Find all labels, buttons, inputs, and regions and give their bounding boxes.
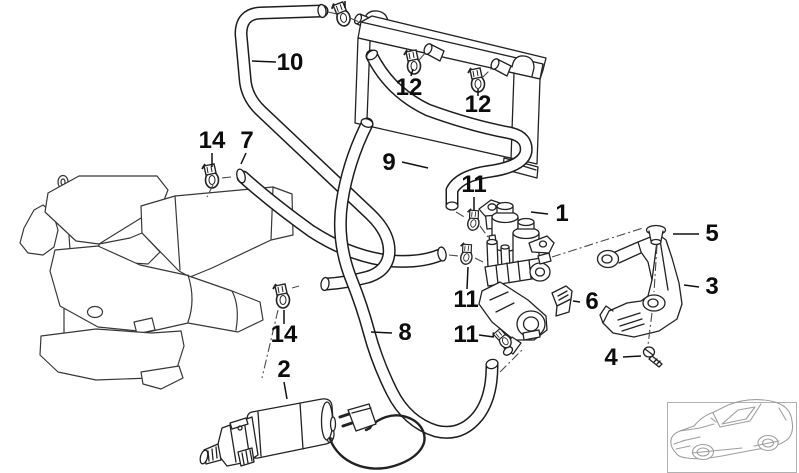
water-valve-drawing bbox=[478, 199, 555, 356]
callout-10: 10 bbox=[277, 49, 304, 76]
car-inset-border bbox=[667, 402, 797, 473]
callout-11: 11 bbox=[461, 171, 486, 198]
hose-9-drawing bbox=[365, 49, 533, 211]
car-outline-icon bbox=[670, 399, 794, 461]
callout-14: 14 bbox=[199, 127, 226, 154]
connector-pins bbox=[338, 412, 354, 428]
pump-cable-connector-drawing bbox=[326, 403, 426, 470]
clamp-13-icon bbox=[329, 0, 353, 29]
callout-leader-lines bbox=[211, 1, 700, 400]
retaining-clip-drawing bbox=[551, 285, 573, 317]
hose-8-drawing bbox=[333, 117, 499, 439]
mounting-bracket-drawing bbox=[596, 233, 683, 338]
callout-2: 2 bbox=[277, 356, 290, 383]
clamp-14-icon bbox=[201, 163, 220, 189]
callout-4: 4 bbox=[604, 344, 618, 371]
car-inset bbox=[667, 399, 797, 473]
hose-10-drawing bbox=[234, 3, 396, 292]
callout-9: 9 bbox=[382, 149, 395, 176]
clamp-11-icon bbox=[462, 207, 483, 233]
assembly-guide-lines bbox=[206, 11, 658, 379]
callout-7: 7 bbox=[240, 127, 253, 154]
callout-8: 8 bbox=[398, 319, 411, 346]
callout-11: 11 bbox=[453, 321, 478, 348]
callout-12: 12 bbox=[396, 74, 423, 101]
clamp-14-icon bbox=[272, 283, 291, 309]
aux-water-pump-drawing bbox=[199, 398, 337, 467]
callout-11: 11 bbox=[453, 286, 478, 313]
callout-labels: 10 12 12 14 7 9 11 1 5 3 6 11 11 8 14 2 … bbox=[199, 49, 719, 383]
callout-5: 5 bbox=[705, 220, 718, 247]
grommet-drawing bbox=[645, 224, 667, 246]
callout-12: 12 bbox=[465, 91, 492, 118]
clamp-11-icon bbox=[455, 241, 476, 267]
callout-1: 1 bbox=[555, 200, 568, 227]
screw-drawing bbox=[642, 346, 663, 368]
heater-core-drawing bbox=[353, 10, 547, 179]
callout-6: 6 bbox=[585, 288, 598, 315]
callout-14: 14 bbox=[271, 321, 298, 348]
engine-block-drawing bbox=[19, 174, 294, 390]
callout-3: 3 bbox=[705, 273, 718, 300]
